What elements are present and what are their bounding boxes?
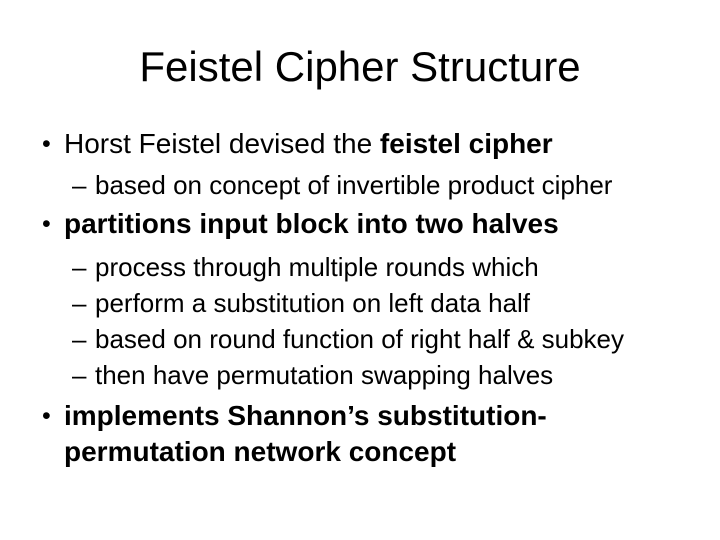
sub-bullet-text: then have permutation swapping halves xyxy=(95,360,554,390)
sub-bullet-substitution-left: – perform a substitution on left data ha… xyxy=(72,285,624,321)
dash-marker: – xyxy=(72,170,87,200)
sub-bullet-permutation-swap: – then have permutation swapping halves xyxy=(72,357,624,393)
sub-bullet-text: process through multiple rounds which xyxy=(95,252,539,282)
sub-bullet-round-function: – based on round function of right half … xyxy=(72,321,624,357)
bullet-dot-marker: • xyxy=(42,130,51,158)
dash-marker: – xyxy=(72,252,87,282)
dash-marker: – xyxy=(72,288,87,318)
bullet-text-bold: partitions input block into two halves xyxy=(64,208,559,239)
slide-title: Feistel Cipher Structure xyxy=(139,43,581,90)
bullet-text-bold: implements Shannon’s substitution-permut… xyxy=(64,400,547,467)
sub-bullet-text: based on round function of right half & … xyxy=(95,324,625,354)
bullet-dot-marker: • xyxy=(42,402,51,430)
sub-bullet-process-rounds: – process through multiple rounds which xyxy=(72,249,624,285)
dash-marker: – xyxy=(72,360,87,390)
sub-bullet-text: based on concept of invertible product c… xyxy=(95,170,613,200)
bullet-item-partitions: • partitions input block into two halves xyxy=(42,206,559,242)
bullet-item-horst-feistel: • Horst Feistel devised the feistel ciph… xyxy=(42,126,553,162)
sub-bullet-invertible-product: – based on concept of invertible product… xyxy=(72,167,612,203)
bullet-text-regular: Horst Feistel devised the xyxy=(64,128,380,159)
sub-bullet-group: – process through multiple rounds which … xyxy=(72,249,624,393)
bullet-text-bold: feistel cipher xyxy=(379,128,553,159)
bullet-item-shannon-spn: • implements Shannon’s substitution-perm… xyxy=(42,398,569,470)
dash-marker: – xyxy=(72,324,87,354)
bullet-dot-marker: • xyxy=(42,210,51,238)
bullet-text: Horst Feistel devised the feistel cipher xyxy=(64,126,553,162)
sub-bullet-text: perform a substitution on left data half xyxy=(95,288,531,318)
